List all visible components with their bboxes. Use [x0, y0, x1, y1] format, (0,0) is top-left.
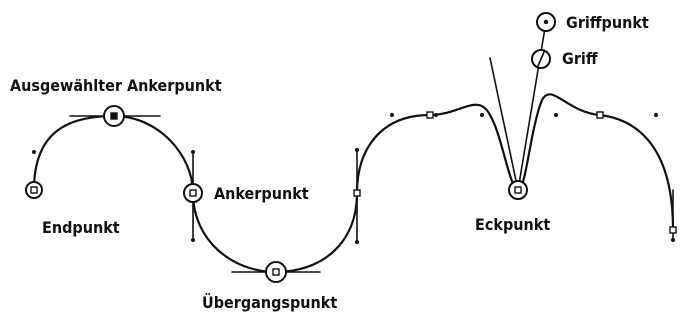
bezier-curve: [32, 93, 675, 274]
handle-point-dot: [543, 19, 549, 25]
anchor-point: [669, 226, 677, 234]
transition-point: [272, 268, 280, 276]
label-selected-anchor: Ausgewählter Ankerpunkt: [10, 76, 222, 95]
anchor-point: [596, 111, 604, 119]
handle-dot: [390, 113, 394, 117]
label-handle: Griff: [562, 49, 598, 68]
label-endpoint: Endpunkt: [42, 218, 120, 237]
anchor-point-main: [189, 189, 197, 197]
handle-line-corner-right: [517, 21, 547, 191]
label-anchor: Ankerpunkt: [214, 184, 309, 203]
endpoint-anchor: [30, 186, 38, 194]
handle-dot: [654, 113, 658, 117]
handle-marker-tick: [537, 51, 545, 67]
handle-dot: [480, 113, 484, 117]
anchor-point: [353, 189, 361, 197]
label-transition: Übergangspunkt: [202, 293, 337, 312]
handle-dot: [191, 238, 195, 242]
anchor-point: [426, 111, 434, 119]
label-handle-point: Griffpunkt: [566, 13, 649, 32]
handle-dot: [32, 150, 36, 154]
handle-dot: [355, 240, 359, 244]
handle-dot: [671, 238, 675, 242]
corner-point: [514, 186, 522, 194]
handle-dot: [434, 113, 438, 117]
handle-line-corner-left: [489, 57, 519, 191]
handle-dot: [554, 113, 558, 117]
selected-anchor-point: [110, 112, 118, 120]
handle-dot: [191, 150, 195, 154]
handle-dot: [355, 148, 359, 152]
label-corner: Eckpunkt: [475, 215, 550, 234]
